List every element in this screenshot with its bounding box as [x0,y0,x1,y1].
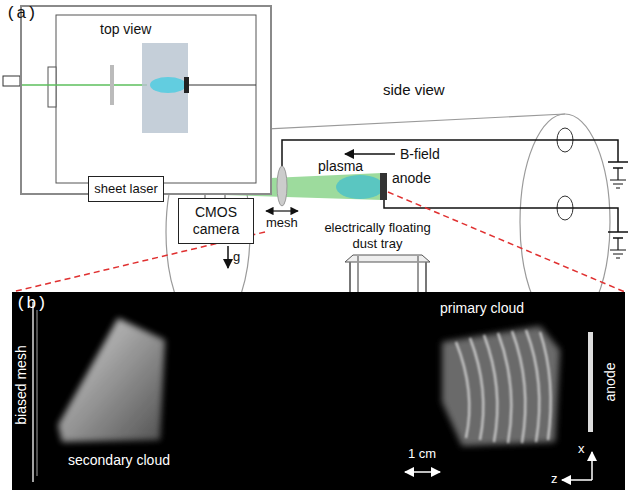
mesh-glow [36,310,38,476]
shape [540,332,551,440]
axis-label: x [578,441,585,457]
top-view-box: top view [20,5,272,195]
laser-box: sheet laser [88,176,164,202]
wire [617,238,618,250]
scale-bar [405,471,440,473]
part-label: mesh [266,215,298,231]
scale-label: 1 cm [408,446,436,462]
panel-letter: (b) [16,296,47,312]
b-field-arrow [345,153,395,155]
view-label: side view [383,82,445,98]
shape [484,335,497,442]
laser-line [22,84,147,86]
box-label: CMOS camera [184,204,248,238]
anode-edge [588,332,593,432]
zoom-line [388,192,625,292]
mesh-glow [32,302,34,482]
plasma-column [142,43,188,133]
secondary-dust-cloud [58,318,165,442]
box-label: top view [100,21,151,38]
ground-symbol [610,180,626,181]
gravity-label: g [233,249,240,265]
part-label: anode [392,170,431,186]
field-label: B-field [400,146,440,162]
mesh-motion-arrow [266,210,298,211]
battery-plate [608,231,628,233]
gravity-arrow [227,246,229,268]
cloud-label: secondary cloud [68,452,170,468]
battery-plate [608,161,628,163]
shape [456,342,469,438]
axis-label: z [551,471,558,487]
camera-box: CMOS camera [178,198,254,244]
axis-arrow [562,479,592,481]
dust-stripes [456,330,551,443]
anode-rod [189,85,256,86]
camera-image [12,292,625,490]
tray-leg [417,256,419,296]
part-label: anode [602,363,618,402]
laser-head-top-view [3,76,20,86]
axis-arrow [591,452,593,480]
wire [617,168,618,180]
mesh-symbol [277,166,287,206]
anode-disk [380,173,387,200]
part-label: electrically floating dust tray [315,220,440,252]
panel-letter: (a) [6,6,37,22]
anode-disk [184,77,189,93]
shape [512,331,525,443]
ground-symbol [616,258,620,259]
tray-leg [357,256,359,296]
plasma-glow [336,175,384,199]
shape [498,333,511,443]
part-label: biased mesh [13,345,29,424]
chamber-window [48,67,56,107]
mesh-top-view [110,65,114,105]
ground-symbol [613,254,623,255]
primary-dust-cloud [442,326,560,446]
ground-symbol [610,250,626,251]
part-label: plasma [318,158,363,174]
ground-symbol [613,184,623,185]
shape [470,338,483,440]
chamber-outline [56,15,256,183]
ground-symbol [616,188,620,189]
box-label: sheet laser [93,181,159,197]
plasma-glow [150,77,186,93]
shape [526,330,539,442]
cloud-label: primary cloud [440,300,524,316]
